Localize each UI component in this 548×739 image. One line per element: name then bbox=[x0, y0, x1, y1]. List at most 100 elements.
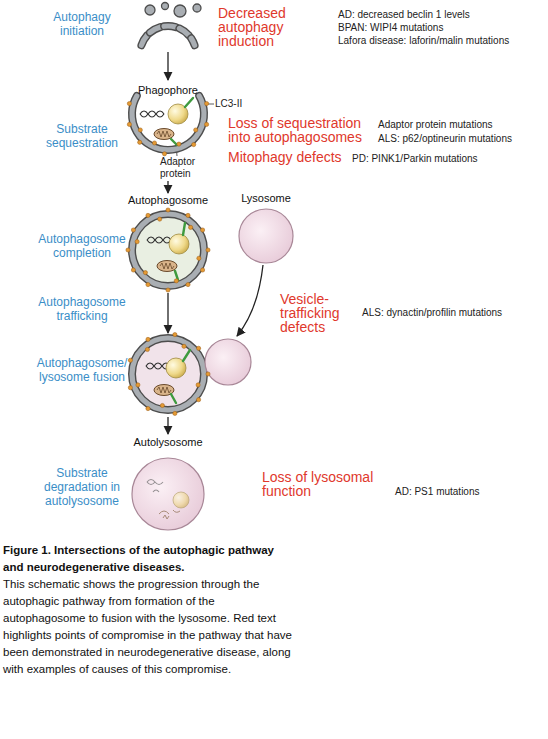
cause-note: Lafora disease: laforin/malin mutations bbox=[338, 34, 509, 47]
lc3-dot bbox=[205, 122, 209, 126]
membrane-fragment bbox=[141, 35, 147, 45]
cause-note: BPAN: WIPI4 mutations bbox=[338, 21, 443, 34]
flow-arrow bbox=[167, 52, 168, 80]
lc3-dot bbox=[197, 398, 201, 402]
lc3-dot bbox=[206, 372, 210, 376]
lc3-dot bbox=[197, 256, 201, 260]
cause-note: ALS: dynactin/profilin mutations bbox=[362, 306, 502, 319]
caption-box: Figure 1. Intersections of the autophagi… bbox=[3, 542, 295, 678]
membrane-fragment bbox=[150, 27, 160, 32]
adaptor-protein bbox=[171, 139, 177, 145]
cause-note: AD: PS1 mutations bbox=[395, 485, 479, 498]
defect-label: Loss of lysosomal function bbox=[262, 470, 382, 498]
autolysosome-shape bbox=[132, 458, 204, 530]
organelle-label: Autophagosome bbox=[103, 194, 233, 207]
lc3-dot bbox=[143, 271, 147, 275]
membrane bbox=[132, 214, 204, 286]
membrane-fragment bbox=[179, 28, 188, 35]
lc3-dot bbox=[174, 279, 178, 283]
lc3-dot bbox=[201, 228, 205, 232]
mitochondrion bbox=[157, 261, 177, 272]
lc3-dot bbox=[146, 407, 150, 411]
vesicle bbox=[193, 4, 201, 12]
defect-label: Decreased autophagy induction bbox=[218, 6, 328, 48]
stage-label: Autophagosome/ lysosome fusion bbox=[34, 356, 130, 384]
lc3-dot bbox=[158, 217, 162, 221]
cause-note: PD: PINK1/Parkin mutations bbox=[352, 152, 478, 165]
membrane bbox=[132, 338, 204, 410]
lc3-dot bbox=[197, 346, 201, 350]
flow-arrow bbox=[167, 181, 168, 193]
lc3-dot bbox=[173, 411, 177, 415]
defect-label: Mitophagy defects bbox=[228, 150, 368, 164]
defect-label: Loss of sequestration into autophagosome… bbox=[228, 116, 376, 144]
lc3-dot bbox=[189, 225, 193, 229]
adaptor-protein bbox=[183, 223, 185, 235]
callout-label: Adaptor protein bbox=[160, 156, 202, 180]
lc3-dot bbox=[127, 122, 131, 126]
lc3-dot bbox=[138, 128, 142, 132]
lc3-dot bbox=[127, 102, 131, 106]
lc3-dot bbox=[196, 383, 200, 387]
cargo-protein bbox=[173, 492, 189, 508]
stage-label: Substrate degradation in autolysosome bbox=[34, 466, 130, 508]
lc3-dot bbox=[186, 283, 190, 287]
lc3-dot bbox=[131, 228, 135, 232]
stage-label: Autophagosome trafficking bbox=[34, 295, 130, 323]
cause-note: AD: decreased beclin 1 levels bbox=[338, 8, 470, 21]
lc3-dot bbox=[194, 128, 198, 132]
organelle-shape bbox=[123, 194, 213, 294]
lc3-dot bbox=[205, 102, 209, 106]
phagophore-membrane bbox=[132, 96, 204, 150]
lysosome-bulge bbox=[205, 339, 251, 385]
membrane-fragment bbox=[150, 27, 160, 32]
lc3-dot bbox=[128, 358, 132, 362]
membrane-fragment bbox=[179, 28, 188, 35]
cause-note: Adaptor protein mutations bbox=[378, 118, 493, 131]
lysosome-shape bbox=[239, 209, 293, 263]
lc3-dot bbox=[177, 142, 181, 146]
lc3-dot bbox=[146, 337, 150, 341]
membrane bbox=[132, 214, 204, 286]
membrane-fragment bbox=[191, 38, 194, 45]
adaptor-protein bbox=[183, 350, 190, 361]
lc3-dot bbox=[182, 344, 186, 348]
cargo-protein bbox=[169, 234, 189, 254]
lc3-dot bbox=[166, 288, 170, 292]
lc3-dot bbox=[173, 333, 177, 337]
figure-caption: This schematic shows the progression thr… bbox=[3, 576, 295, 678]
flow-arrow bbox=[167, 417, 168, 434]
dna-fragment bbox=[147, 480, 163, 493]
lc3-dot bbox=[206, 248, 210, 252]
phagophore-membrane bbox=[132, 96, 204, 150]
organelle-node: Autophagosome bbox=[123, 194, 213, 294]
stage-label: Autophagosome completion bbox=[34, 232, 130, 260]
dna-strand bbox=[140, 111, 164, 117]
dna-strand bbox=[147, 237, 171, 243]
vesicle bbox=[174, 5, 186, 17]
lc3-dot bbox=[192, 143, 196, 147]
lc3-dot bbox=[160, 403, 164, 407]
lc3-dot bbox=[186, 213, 190, 217]
lc3-dot bbox=[145, 347, 149, 351]
membrane-fragment bbox=[164, 26, 176, 27]
membrane-fragment bbox=[141, 35, 147, 45]
lc3-dot bbox=[131, 268, 135, 272]
organelle-label: Lysosome bbox=[210, 192, 322, 205]
vesicle bbox=[145, 5, 155, 15]
membrane bbox=[132, 338, 204, 410]
lc3-dot bbox=[146, 283, 150, 287]
lc3-dot bbox=[138, 140, 142, 144]
membrane-fragment bbox=[164, 26, 176, 27]
mitochondrion-fragment bbox=[159, 510, 180, 519]
lc3-dot bbox=[152, 141, 156, 145]
lc3-dot bbox=[146, 213, 150, 217]
lc3-dot bbox=[162, 152, 166, 156]
organelle-node: Lysosome bbox=[230, 190, 302, 266]
vesicle bbox=[162, 3, 169, 10]
callout-label: LC3-II bbox=[215, 98, 242, 110]
figure-title: Figure 1. Intersections of the autophagi… bbox=[3, 542, 295, 576]
flow-arrow bbox=[167, 293, 168, 333]
lc3-dot bbox=[128, 386, 132, 390]
